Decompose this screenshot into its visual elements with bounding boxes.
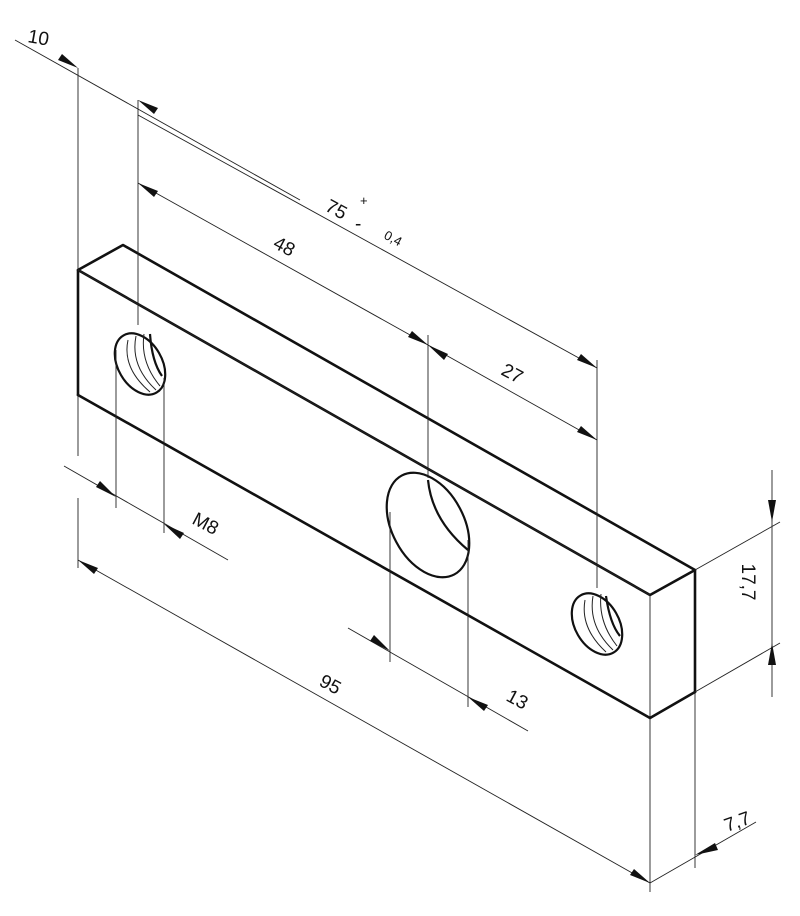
dimension-27: 27 [427,344,598,441]
part-outline [76,243,697,720]
front-bottom-edge [76,393,652,720]
dim-label-95: 95 [316,671,345,699]
dimension-13: 13 [347,627,532,732]
dimension-95: 95 [77,559,651,884]
tolerance-plus: + [360,193,368,208]
center-through-hole [385,471,471,579]
dim-label-7-7: 7,7 [722,808,754,837]
left-threaded-hole [113,332,167,396]
dimension-7-7: 7,7 [649,808,757,884]
dimension-48: 48 [137,182,429,346]
dimension-17-7: 17,7 [737,470,776,697]
dim-label-10: 10 [26,26,50,50]
extension-lines [77,68,781,892]
dim-label-m8: M8 [189,509,222,540]
dim-label-27: 27 [498,360,527,388]
dim-label-13: 13 [503,686,532,714]
tolerance-value: 0,4 [382,227,405,249]
dim-label-75: 75 [322,196,351,224]
top-front-edge [77,269,651,596]
tolerance-minus: - [355,214,361,235]
top-face-edge [76,243,697,597]
right-threaded-hole [570,592,624,656]
dimension-m8: M8 [63,465,229,561]
right-bottom-edge [648,690,697,720]
dimension-75: 75 + - 0,4 [137,114,598,369]
dimension-10: 10 [14,26,301,201]
dim-label-48: 48 [270,233,299,261]
dim-label-17-7: 17,7 [737,564,758,601]
